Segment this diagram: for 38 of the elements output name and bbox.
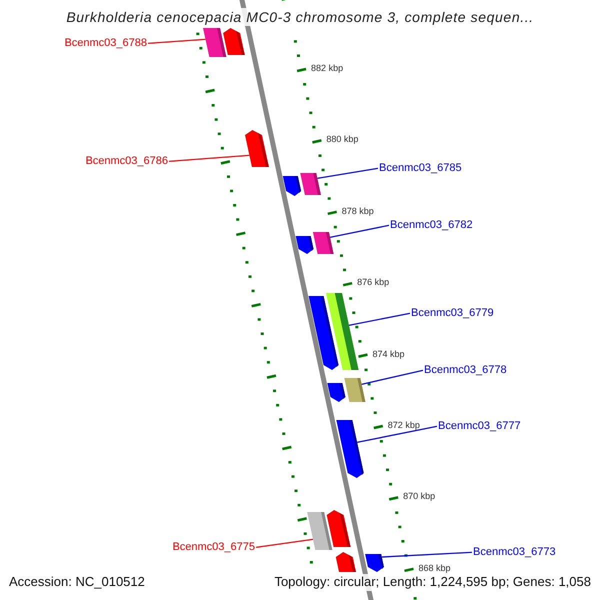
gene-label: Bcenmc03_6786 [85,155,168,168]
gene-feature [336,420,364,478]
leader-line [356,426,438,443]
scale-label: 870 kbp [403,491,436,502]
scale-label: 878 kbp [342,206,374,216]
leader-line [330,224,390,238]
gene-feature [336,552,356,572]
scale-label: 882 kbp [311,63,344,74]
gene-label: Bcenmc03_6788 [64,37,147,50]
gene-feature [312,232,334,254]
gene-feature [300,173,321,195]
gene-feature [326,510,351,547]
leader-line [256,538,314,548]
scale-label: 872 kbp [388,420,420,430]
leader-line [382,552,472,558]
gene-feature [365,554,384,572]
gene-label: Bcenmc03_6785 [379,162,462,175]
gene-feature [326,293,359,370]
gene-label: Bcenmc03_6775 [172,541,255,554]
gene-label: Bcenmc03_6777 [438,420,521,433]
scale-label: 868 kbp [418,562,451,574]
gene-feature [245,130,269,167]
gene-feature [307,512,332,550]
scale-label: 880 kbp [326,134,358,145]
gene-feature [296,236,314,254]
leader-line [168,154,250,162]
gene-label: Bcenmc03_6773 [473,546,556,559]
scale-label: 874 kbp [372,348,404,359]
gene-feature [327,383,346,402]
scale-label: 876 kbp [357,277,390,288]
gene-label: Bcenmc03_6779 [411,307,494,320]
gene-label: Bcenmc03_6778 [424,364,507,377]
leader-line [148,38,206,44]
gene-feature [203,28,226,57]
gene-label: Bcenmc03_6782 [390,219,473,232]
gene-feature [344,378,366,402]
gene-feature [282,176,302,196]
gene-feature [223,28,245,55]
